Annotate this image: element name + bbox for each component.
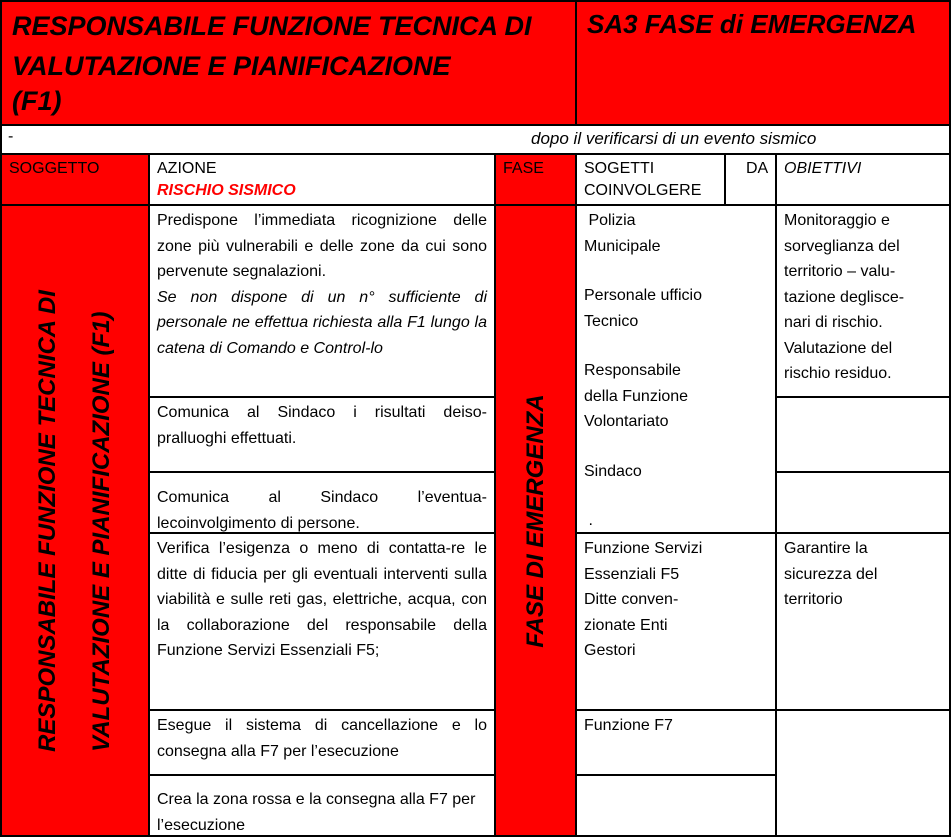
objective-3-empty (775, 471, 951, 534)
subject-sindaco: Sindaco (584, 462, 642, 480)
subject-vertical-line-1: RESPONSABILE FUNZIONE TECNICA DI (34, 289, 61, 752)
action-6-text: Crea la zona rossa e la consegna alla F7… (157, 791, 476, 834)
subject-gestori: Gestori (584, 642, 636, 659)
subjects-3: Funzione F7 (575, 709, 777, 776)
objective-1-line-5: nari di rischio. (784, 314, 883, 331)
objective-1: Monitoraggio e sorveglianza del territor… (775, 204, 951, 398)
objective-1-line-2: sorveglianza del (784, 237, 900, 255)
action-4: Verifica l’esigenza o meno di contatta-r… (148, 532, 496, 711)
objective-1-line-7: rischio residuo. (784, 365, 892, 382)
title-line-3: (F1) (12, 86, 62, 116)
action-4-text: Verifica l’esigenza o meno di contatta-r… (157, 540, 487, 659)
action-6: Crea la zona rossa e la consegna alla F7… (148, 774, 496, 837)
objective-1-line-6: Valutazione del (784, 339, 893, 357)
phase-title: SA3 FASE di EMERGENZA (587, 9, 917, 39)
subject-responsabile: Responsabile (584, 362, 681, 379)
subjects-1: Polizia Municipale Personale ufficio Tec… (575, 204, 777, 534)
col-da: DA (724, 153, 777, 206)
action-3-text: Comunica al Sindaco l’eventua-lecoinvolg… (157, 489, 487, 532)
objective-4-line-2: sicurezza del (784, 565, 878, 583)
subject-enti: zionate Enti (584, 616, 668, 634)
subject-polizia: Polizia (584, 212, 636, 229)
action-2: Comunica al Sindaco i risultati deiso-pr… (148, 396, 496, 473)
objective-4-line-1: Garantire la (784, 540, 868, 557)
action-2-text: Comunica al Sindaco i risultati deiso-pr… (157, 404, 487, 447)
col-fase-label: FASE (503, 160, 544, 177)
col-soggetto-label: SOGGETTO (9, 160, 100, 177)
col-soggetti: SOGETTI COINVOLGERE (575, 153, 726, 206)
subject-ditte: Ditte conven- (584, 591, 679, 608)
title-line-1: RESPONSABILE FUNZIONE TECNICA DI (12, 11, 532, 41)
phase-vertical-label: FASE DI EMERGENZA (521, 393, 549, 648)
event-description: dopo il verificarsi di un evento sismico (531, 129, 817, 148)
subject-vertical-line-2: VALUTAZIONE E PIANIFICAZIONE (F1) (88, 310, 115, 752)
col-soggetti-line-2: COINVOLGERE (584, 182, 702, 199)
objective-5-empty (775, 709, 951, 837)
event-row: - dopo il verificarsi di un evento sismi… (0, 124, 951, 155)
col-azione: AZIONE RISCHIO SISMICO (148, 153, 496, 206)
col-obiettivi-label: OBIETTIVI (784, 160, 862, 177)
action-1-note: Se non dispone di un n° sufficiente di p… (157, 288, 487, 357)
objective-2-empty (775, 396, 951, 473)
action-3: Comunica al Sindaco l’eventua-lecoinvolg… (148, 471, 496, 534)
risk-type: RISCHIO SISMICO (157, 182, 296, 199)
title-line-2: VALUTAZIONE E PIANIFICAZIONE (12, 51, 451, 81)
subject-dot: . (584, 512, 593, 529)
phase-vertical-cell: FASE DI EMERGENZA (494, 204, 577, 837)
action-5: Esegue il sistema di cancellazione e lo … (148, 709, 496, 776)
subject-tecnico: Tecnico (584, 312, 639, 330)
subjects-4 (575, 774, 777, 837)
subject-volontariato: Volontariato (584, 413, 669, 430)
subject-funzione-f7: Funzione F7 (584, 717, 673, 734)
subject-municipale: Municipale (584, 237, 661, 255)
subject-vertical-cell: RESPONSABILE FUNZIONE TECNICA DI VALUTAZ… (0, 204, 150, 837)
subject-essenziali-f5: Essenziali F5 (584, 565, 680, 583)
subject-della-funzione: della Funzione (584, 387, 689, 405)
subject-personale: Personale ufficio (584, 287, 702, 304)
col-soggetti-line-1: SOGETTI (584, 160, 655, 177)
header-right-title: SA3 FASE di EMERGENZA (575, 0, 951, 126)
action-1-text: Predispone l’immediata ricognizione dell… (157, 212, 487, 280)
col-obiettivi: OBIETTIVI (775, 153, 951, 206)
col-azione-label: AZIONE (157, 160, 217, 177)
action-1: Predispone l’immediata ricognizione dell… (148, 204, 496, 398)
objective-4-line-3: territorio (784, 591, 843, 608)
header-left-title: RESPONSABILE FUNZIONE TECNICA DI VALUTAZ… (0, 0, 577, 126)
objective-1-line-1: Monitoraggio e (784, 212, 890, 229)
subject-funzione-servizi: Funzione Servizi (584, 540, 703, 557)
event-dash: - (8, 128, 14, 145)
objective-1-line-3: territorio – valu- (784, 263, 896, 280)
objective-4: Garantire la sicurezza del territorio (775, 532, 951, 711)
col-soggetto: SOGGETTO (0, 153, 150, 206)
objective-1-line-4: tazione deglisce- (784, 288, 905, 306)
subjects-2: Funzione Servizi Essenziali F5 Ditte con… (575, 532, 777, 711)
action-5-text: Esegue il sistema di cancellazione e lo … (157, 717, 487, 760)
col-da-label: DA (746, 160, 769, 177)
col-fase: FASE (494, 153, 577, 206)
